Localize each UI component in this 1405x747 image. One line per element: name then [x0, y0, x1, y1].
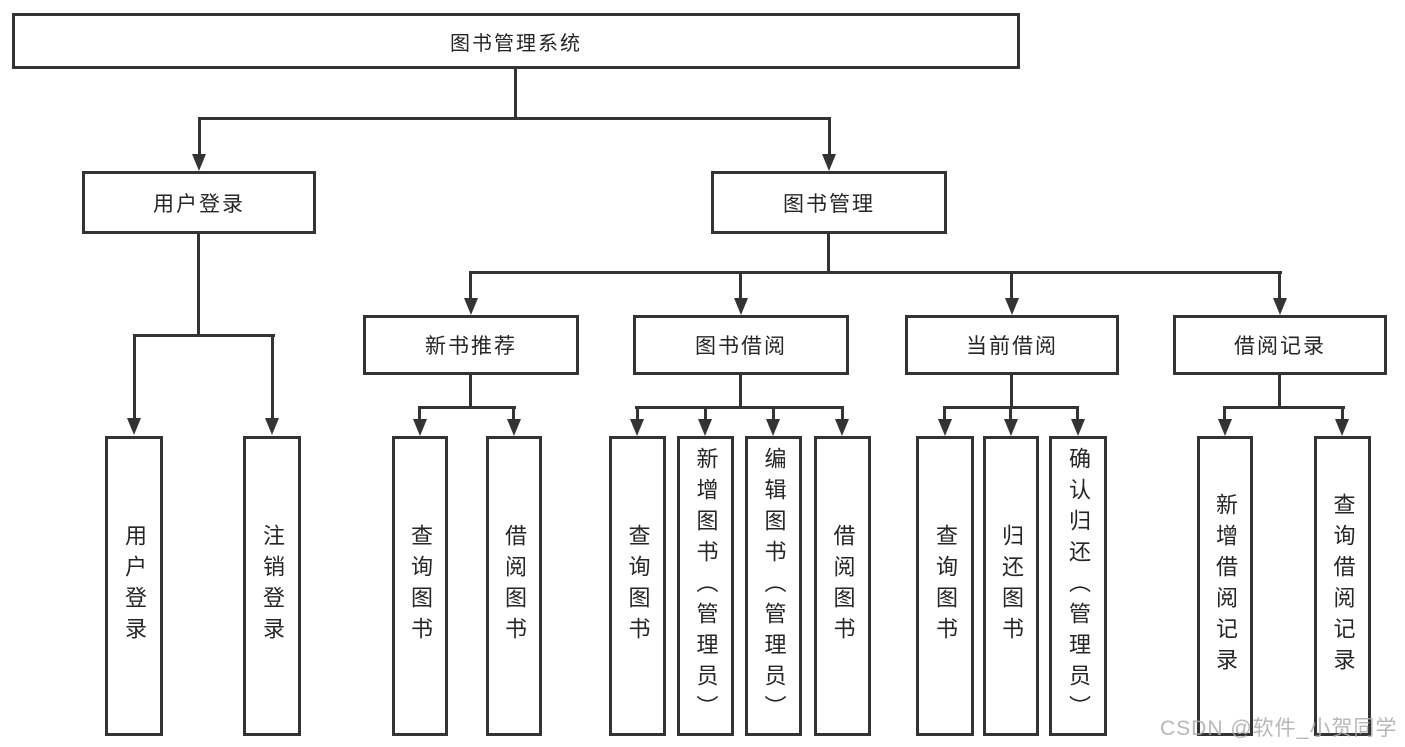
leaf-query-books-recommend: 查询图书	[392, 436, 448, 736]
leaf-add-borrow-record-label: 新增借阅记录	[1213, 493, 1238, 679]
edge-user-login-stem	[197, 234, 200, 337]
leaf-edit-books-admin-label: 编辑图书（管理员）	[761, 446, 787, 726]
edge-borrow-records-stem2	[1278, 375, 1281, 409]
leaf-add-books-admin-label: 新增图书（管理员）	[693, 446, 719, 726]
leaf-confirm-return-admin: 确认归还（管理员）	[1049, 436, 1107, 736]
node-current-borrow-label: 当前借阅	[966, 335, 1058, 358]
edge-to-borrow-records-stem	[1278, 271, 1281, 301]
arrow-to-book-borrow-icon	[734, 298, 748, 315]
edge-to-current-borrow-stem	[1010, 271, 1013, 301]
arrow-leaf-icon	[938, 419, 952, 436]
node-book-management-label: 图书管理	[783, 192, 875, 216]
arrow-to-user-login-icon	[192, 154, 206, 171]
arrow-to-logout-leaf-icon	[265, 418, 279, 435]
leaf-query-books-borrow: 查询图书	[609, 436, 666, 736]
leaf-add-books-admin: 新增图书（管理员）	[677, 436, 734, 736]
arrow-to-borrow-records-icon	[1273, 298, 1287, 315]
arrow-leaf-icon	[1004, 419, 1018, 436]
arrow-to-book-management-icon	[822, 154, 836, 171]
arrow-leaf-icon	[1071, 419, 1085, 436]
arrow-leaf-icon	[630, 419, 644, 436]
arrow-leaf-icon	[766, 419, 780, 436]
edge-to-logout-leaf-stem	[271, 334, 274, 420]
leaf-query-borrow-record-label: 查询借阅记录	[1330, 493, 1356, 679]
edge-root-split	[198, 117, 831, 120]
node-library-system: 图书管理系统	[12, 13, 1020, 69]
leaf-borrow-books-recommend-label: 借阅图书	[502, 524, 527, 648]
node-borrow-records: 借阅记录	[1173, 315, 1387, 375]
leaf-query-borrow-record: 查询借阅记录	[1314, 436, 1371, 736]
edge-to-user-login-stem	[198, 117, 201, 155]
arrow-leaf-icon	[698, 419, 712, 436]
leaf-logout: 注销登录	[243, 436, 301, 736]
node-book-borrow: 图书借阅	[633, 315, 849, 375]
edge-borrow-records-split	[1223, 406, 1345, 409]
edge-book-management-split	[469, 271, 1282, 274]
edge-to-new-book-stem	[469, 271, 472, 301]
leaf-borrow-books: 借阅图书	[814, 436, 871, 736]
node-borrow-records-label: 借阅记录	[1234, 335, 1326, 358]
edge-leaf-stem	[943, 406, 946, 420]
edge-book-borrow-split	[635, 406, 844, 409]
leaf-confirm-return-admin-label: 确认归还（管理员）	[1066, 446, 1091, 726]
arrow-leaf-icon	[507, 419, 521, 436]
leaf-borrow-books-label: 借阅图书	[830, 524, 856, 648]
edge-to-book-borrow-stem	[739, 271, 742, 301]
leaf-query-books-current-label: 查询图书	[933, 524, 958, 648]
edge-leaf-stem	[636, 406, 639, 420]
leaf-edit-books-admin: 编辑图书（管理员）	[745, 436, 802, 736]
edge-current-borrow-stem2	[1010, 375, 1013, 409]
edge-root-stem	[514, 66, 517, 120]
node-current-borrow: 当前借阅	[905, 315, 1119, 375]
edge-book-management-stem	[827, 234, 830, 274]
arrow-to-login-leaf-icon	[127, 418, 141, 435]
arrow-leaf-icon	[413, 419, 427, 436]
arrow-to-new-book-icon	[464, 298, 478, 315]
leaf-logout-label: 注销登录	[260, 524, 285, 648]
arrow-leaf-icon	[1335, 419, 1349, 436]
node-user-login-label: 用户登录	[153, 192, 245, 216]
node-book-borrow-label: 图书借阅	[695, 335, 787, 358]
edge-book-borrow-stem2	[739, 375, 742, 409]
edge-leaf-stem	[704, 406, 707, 420]
edge-leaf-stem	[1223, 406, 1226, 420]
leaf-user-login: 用户登录	[105, 436, 163, 736]
leaf-borrow-books-recommend: 借阅图书	[486, 436, 542, 736]
edge-new-book-stem	[469, 375, 472, 409]
edge-leaf-stem	[512, 406, 515, 420]
edge-new-book-split	[418, 406, 516, 409]
node-book-management: 图书管理	[711, 171, 947, 234]
arrow-leaf-icon	[1218, 419, 1232, 436]
node-new-book-recommend: 新书推荐	[363, 315, 579, 375]
edge-leaf-stem	[772, 406, 775, 420]
edge-to-book-management-stem	[828, 117, 831, 155]
edge-leaf-stem	[1341, 406, 1344, 420]
node-new-book-recommend-label: 新书推荐	[425, 335, 517, 358]
leaf-return-books: 归还图书	[983, 436, 1039, 736]
leaf-query-books-recommend-label: 查询图书	[408, 524, 433, 648]
node-library-system-label: 图书管理系统	[450, 32, 582, 55]
node-user-login: 用户登录	[82, 171, 316, 234]
edge-leaf-stem	[1009, 406, 1012, 420]
leaf-query-books-borrow-label: 查询图书	[625, 524, 651, 648]
edge-leaf-stem	[1076, 406, 1079, 420]
arrow-to-current-borrow-icon	[1005, 298, 1019, 315]
edge-leaf-stem	[841, 406, 844, 420]
edge-to-login-leaf-stem	[133, 334, 136, 420]
leaf-return-books-label: 归还图书	[999, 524, 1024, 648]
leaf-query-books-current: 查询图书	[916, 436, 974, 736]
edge-user-login-split	[133, 334, 275, 337]
edge-leaf-stem	[418, 406, 421, 420]
leaf-add-borrow-record: 新增借阅记录	[1197, 436, 1253, 736]
leaf-user-login-label: 用户登录	[122, 524, 147, 648]
arrow-leaf-icon	[835, 419, 849, 436]
